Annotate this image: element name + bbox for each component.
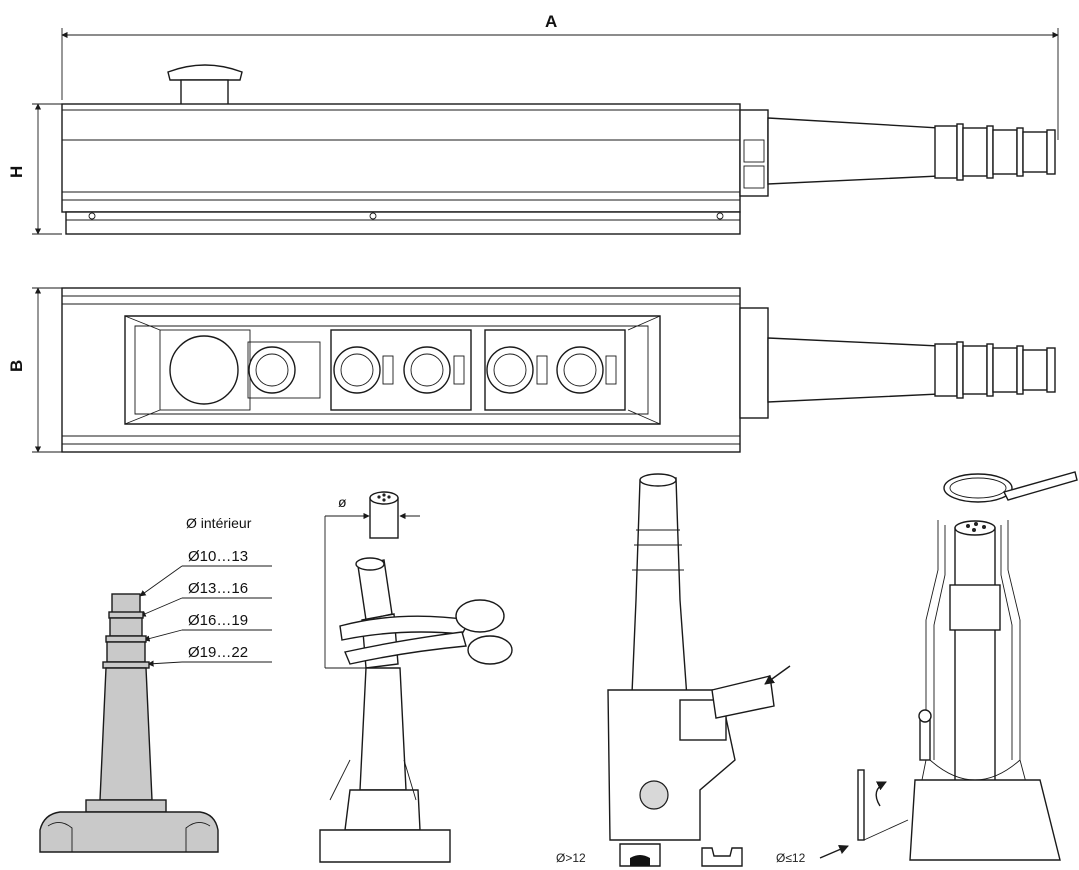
small-cable-label: Ø≤12 [776, 851, 806, 865]
top-view: B [7, 287, 1056, 453]
cable-sleeve-top [767, 337, 941, 403]
dimension-a-label: A [545, 12, 557, 31]
tie-step-base [909, 779, 1061, 861]
allen-key [857, 769, 865, 841]
range-label-3: Ø16…19 [188, 612, 248, 629]
gland-base [39, 811, 219, 853]
inner-diameter-title: Ø intérieur [186, 515, 252, 531]
cut-step: ø [319, 491, 513, 863]
end-clamp-side [739, 109, 769, 197]
side-view: A H [7, 12, 1059, 235]
range-label-2: Ø13…16 [188, 580, 248, 597]
button-group-2 [330, 329, 472, 411]
range-label-4: Ø19…22 [188, 644, 248, 661]
clamp-small-cable [701, 847, 743, 867]
emergency-stop-top [169, 335, 239, 405]
end-clamp-top [739, 307, 769, 419]
dimension-h-label: H [7, 166, 26, 178]
range-label-1: Ø10…13 [188, 548, 248, 565]
clamp-piece [711, 675, 775, 719]
pendant-body-side [61, 103, 741, 213]
pendant-base-side [65, 211, 741, 235]
dimension-b-label: B [7, 360, 26, 372]
tie-step [857, 471, 1078, 861]
cut-step-base [344, 789, 421, 831]
cable-sleeve-side [767, 117, 941, 185]
large-cable-label: Ø>12 [556, 851, 586, 865]
tie-step-cable [954, 527, 996, 789]
emergency-stop-stem [180, 79, 229, 106]
gland-cone [99, 667, 153, 801]
clamp-step: Ø>12 Ø≤12 [556, 473, 849, 867]
cable-tie [943, 473, 1013, 503]
cut-diameter-symbol: ø [338, 494, 347, 510]
gland-diagram: Ø intérieur Ø10…13 Ø13…16 Ø16…19 Ø19…22 [39, 515, 272, 853]
button-group-3 [484, 329, 626, 411]
emergency-stop-head [167, 64, 243, 81]
